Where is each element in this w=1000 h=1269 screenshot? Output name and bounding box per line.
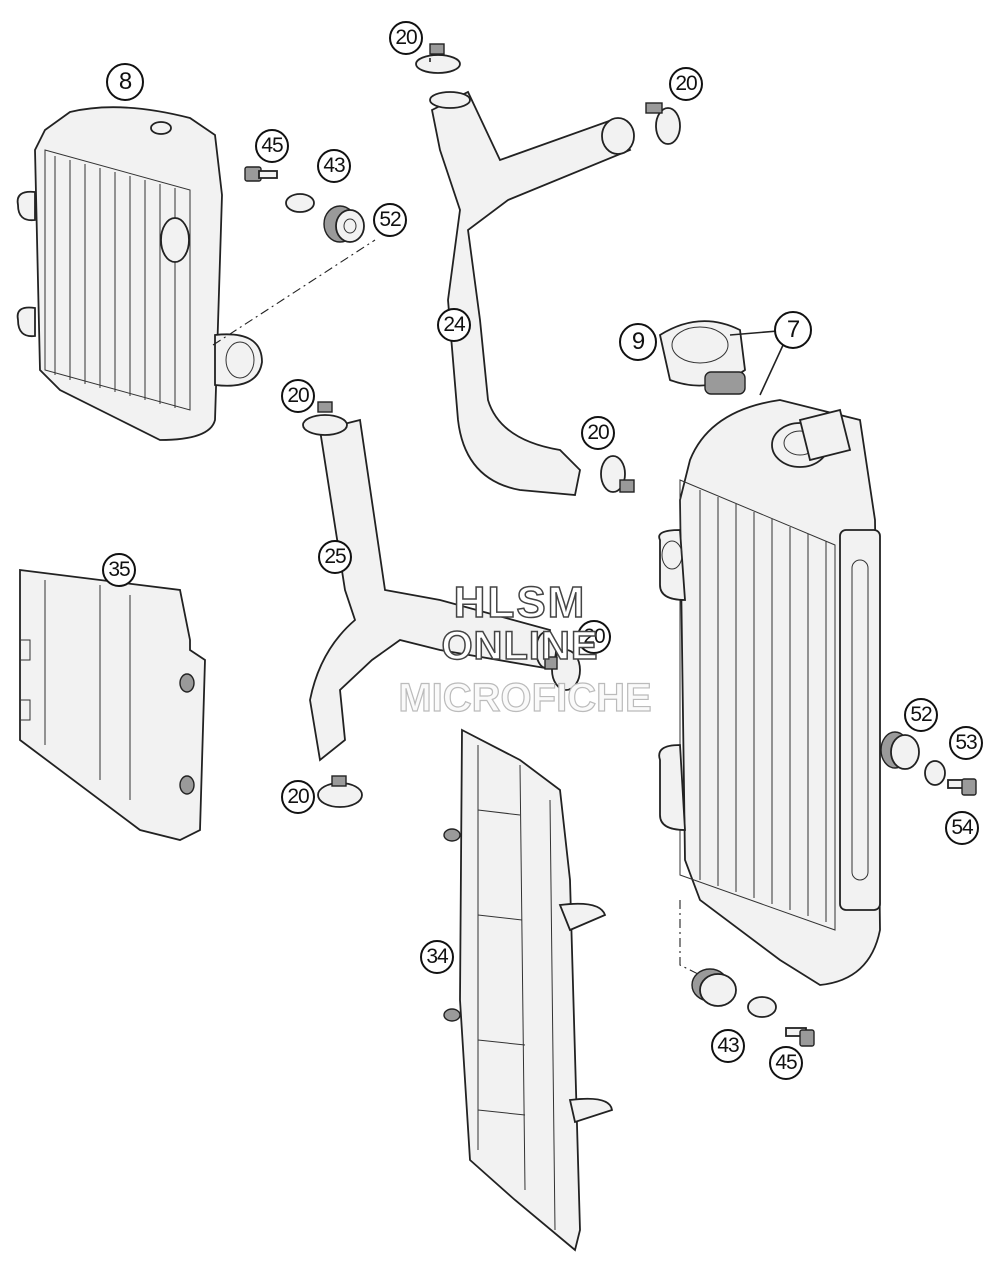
callout-52-top: 52: [373, 203, 407, 237]
washer-53: [924, 760, 946, 786]
callout-35: 35: [102, 553, 136, 587]
guard-34: [443, 728, 613, 1252]
callout-20-top-right: 20: [669, 67, 703, 101]
grommet-52-left: [323, 205, 365, 243]
callout-20-mid-left: 20: [281, 379, 315, 413]
callout-45-bottom: 45: [769, 1046, 803, 1080]
callout-24: 24: [437, 308, 471, 342]
washer-43-left: [285, 193, 315, 213]
callout-20-mid-right: 20: [581, 416, 615, 450]
callout-20-top: 20: [389, 21, 423, 55]
hose-24: [429, 90, 635, 496]
washer-43-right: [747, 996, 777, 1018]
watermark-line-3: MICROFICHE: [398, 675, 653, 720]
callout-34: 34: [420, 940, 454, 974]
radiator-left: [16, 106, 263, 441]
callout-20-lower-left: 20: [281, 780, 315, 814]
grommet-43-right: [691, 968, 737, 1007]
callout-25: 25: [318, 540, 352, 574]
clamp-20-lower-left: [317, 775, 363, 808]
clamp-20-upper-left: [302, 401, 348, 436]
guard-35: [19, 568, 206, 841]
callout-53: 53: [949, 726, 983, 760]
callout-7: 7: [774, 311, 812, 349]
watermark-line-2: ONLINE: [441, 623, 599, 669]
callout-45-top: 45: [255, 129, 289, 163]
callout-54: 54: [945, 811, 979, 845]
bolt-45-left: [244, 166, 278, 182]
clamp-20-top: [415, 43, 461, 74]
callout-43-top: 43: [317, 149, 351, 183]
clamp-20-center: [544, 649, 581, 691]
radiator-cap-9: [658, 320, 746, 395]
callout-9: 9: [619, 323, 657, 361]
callout-52-right: 52: [904, 698, 938, 732]
callout-43-bottom: 43: [711, 1029, 745, 1063]
radiator-right: [658, 399, 881, 986]
bolt-54: [947, 778, 977, 796]
callout-8: 8: [106, 63, 144, 101]
callout-20-center: 20: [577, 620, 611, 654]
clamp-20-mid-right: [600, 455, 635, 493]
watermark-line-1: HLSM: [453, 577, 587, 628]
clamp-20-top-right: [645, 102, 681, 145]
grommet-52-right: [880, 731, 920, 770]
bolt-45-right: [785, 1027, 815, 1047]
